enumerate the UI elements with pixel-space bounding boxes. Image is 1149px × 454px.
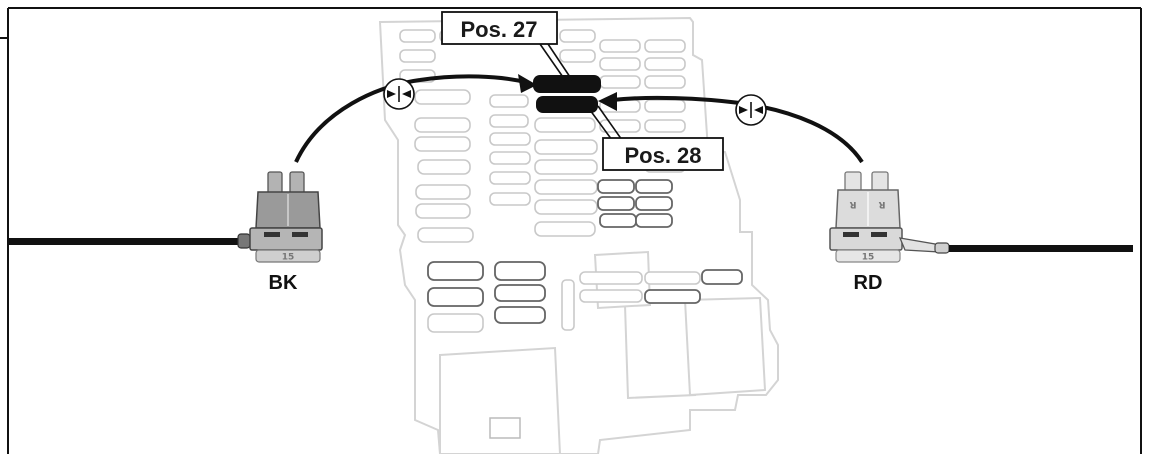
right-arrow-head bbox=[598, 92, 617, 111]
callout-pos-27: Pos. 27 bbox=[441, 11, 558, 45]
left-fuse-tap: 15 bbox=[249, 171, 323, 263]
fuse-box bbox=[378, 16, 779, 454]
slot-pos-28 bbox=[536, 96, 598, 113]
callout-pos-28: Pos. 28 bbox=[602, 137, 724, 171]
arrows-converging-icon bbox=[383, 78, 415, 110]
arrow-heads bbox=[518, 74, 617, 111]
callout-pos-27-label: Pos. 27 bbox=[460, 17, 537, 42]
right-fuse-blade-mark-1: R bbox=[849, 199, 856, 209]
bk-wire bbox=[8, 233, 251, 249]
target-slots bbox=[533, 75, 601, 113]
left-arrow-head bbox=[518, 74, 537, 93]
callout-pos-28-label: Pos. 28 bbox=[624, 143, 701, 168]
callout-leaders bbox=[539, 43, 623, 141]
right-fuse-rating: 15 bbox=[862, 253, 875, 263]
diagram-frame bbox=[0, 7, 1142, 454]
right-fuse-tap: R R 15 bbox=[829, 171, 903, 263]
bk-wire-label: BK bbox=[269, 272, 298, 294]
slot-pos-27 bbox=[533, 75, 601, 93]
left-insertion-arc bbox=[294, 74, 526, 163]
right-fuse-blade-mark-2: R bbox=[878, 199, 885, 209]
left-fuse-rating: 15 bbox=[282, 253, 295, 263]
rd-wire bbox=[898, 237, 1133, 254]
rd-wire-label: RD bbox=[854, 272, 883, 294]
arrows-converging-icon bbox=[735, 94, 767, 126]
